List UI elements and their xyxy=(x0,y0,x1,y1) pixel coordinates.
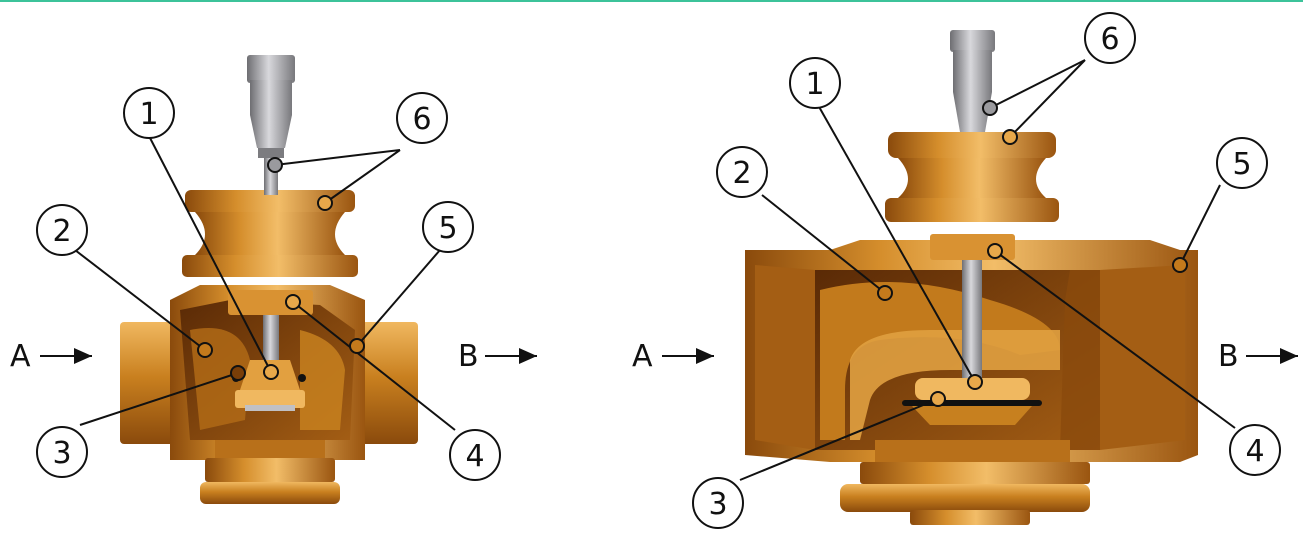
left-callout-6: 6 xyxy=(396,92,448,144)
right-callout-4: 4 xyxy=(1229,424,1281,476)
right-callout-6-label: 6 xyxy=(1100,22,1119,57)
top-accent-line xyxy=(0,0,1303,2)
right-callout-2: 2 xyxy=(716,146,768,198)
right-flow-in: A xyxy=(632,339,714,374)
right-callout-5-label: 5 xyxy=(1232,147,1251,182)
right-callout-5: 5 xyxy=(1216,137,1268,189)
left-flow-in-label: A xyxy=(10,339,31,374)
right-valve-stem-and-actuator-connector xyxy=(950,30,995,385)
left-callout-2-label: 2 xyxy=(52,214,71,249)
left-valve-leader-lines xyxy=(74,135,456,431)
right-valve xyxy=(745,30,1198,525)
right-callout-2-label: 2 xyxy=(732,156,751,191)
left-callout-1: 1 xyxy=(123,87,175,139)
left-flow-out: B xyxy=(458,339,537,374)
right-flow-out: B xyxy=(1218,339,1298,374)
left-callout-3-label: 3 xyxy=(52,436,71,471)
right-callout-1-label: 1 xyxy=(805,67,824,102)
right-callout-1: 1 xyxy=(789,57,841,109)
right-callout-6: 6 xyxy=(1084,12,1136,64)
left-callout-4-label: 4 xyxy=(465,439,484,474)
right-callout-3-label: 3 xyxy=(708,487,727,522)
leader-end-dots xyxy=(197,100,1188,407)
left-callout-3: 3 xyxy=(36,426,88,478)
left-callout-5-label: 5 xyxy=(438,211,457,246)
left-callout-4: 4 xyxy=(449,429,501,481)
left-callout-2: 2 xyxy=(36,204,88,256)
left-flow-out-label: B xyxy=(458,339,479,374)
left-flow-in: A xyxy=(10,339,92,374)
right-callout-3: 3 xyxy=(692,477,744,529)
right-valve-leader-lines xyxy=(739,59,1236,481)
left-callout-6-label: 6 xyxy=(412,102,431,137)
right-flow-out-label: B xyxy=(1218,339,1239,374)
right-flow-in-label: A xyxy=(632,339,653,374)
left-callout-5: 5 xyxy=(422,201,474,253)
right-callout-4-label: 4 xyxy=(1245,434,1264,469)
left-callout-1-label: 1 xyxy=(139,97,158,132)
